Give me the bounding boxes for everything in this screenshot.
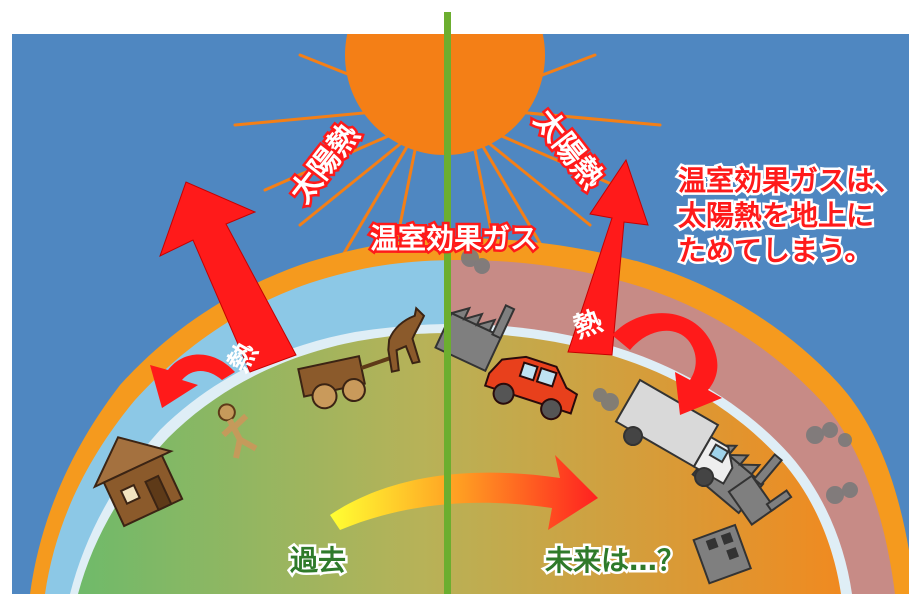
- person-icon: [217, 403, 258, 459]
- heat-arrow-left: [150, 181, 297, 408]
- smoke-plumes: [461, 249, 858, 504]
- explanation-line-3: ためてしまう。: [678, 234, 872, 267]
- past-label: 過去: [290, 544, 346, 577]
- divider-line: [444, 12, 451, 594]
- heat-arrow-right: [567, 158, 722, 415]
- horse-cart-icon: [297, 306, 426, 410]
- time-arrow-icon: [330, 455, 598, 530]
- truck-icon: [614, 378, 734, 488]
- future-label: 未来は…？: [545, 544, 685, 577]
- greenhouse-gas-label: 温室効果ガス: [370, 222, 538, 255]
- explanation-line-1: 温室効果ガスは、: [678, 164, 902, 197]
- factory-icon: [434, 304, 793, 585]
- house-icon: [92, 436, 184, 528]
- car-icon: [483, 355, 579, 421]
- explanation-line-2: 太陽熱を地上に: [678, 199, 874, 232]
